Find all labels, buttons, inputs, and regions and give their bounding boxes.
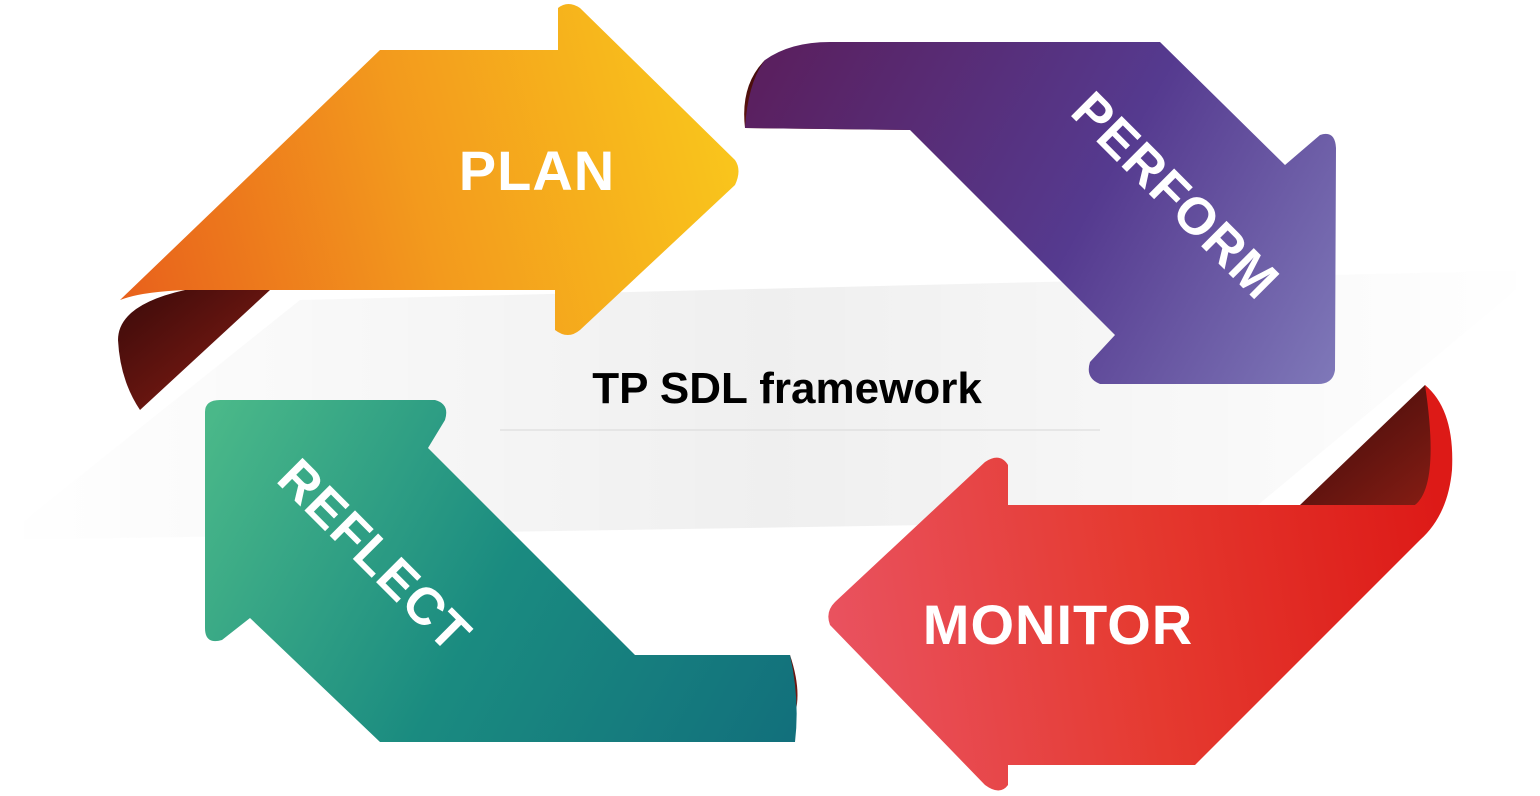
monitor-arrow <box>828 385 1453 791</box>
perform-arrow <box>745 42 1336 384</box>
plan-arrow <box>120 4 739 335</box>
monitor-label: MONITOR <box>923 593 1193 656</box>
fold-plan <box>118 290 270 410</box>
reflect-arrow <box>205 400 797 742</box>
fold-monitor <box>1300 385 1449 505</box>
plan-label: PLAN <box>459 139 615 202</box>
diagram-title: TP SDL framework <box>592 364 982 413</box>
